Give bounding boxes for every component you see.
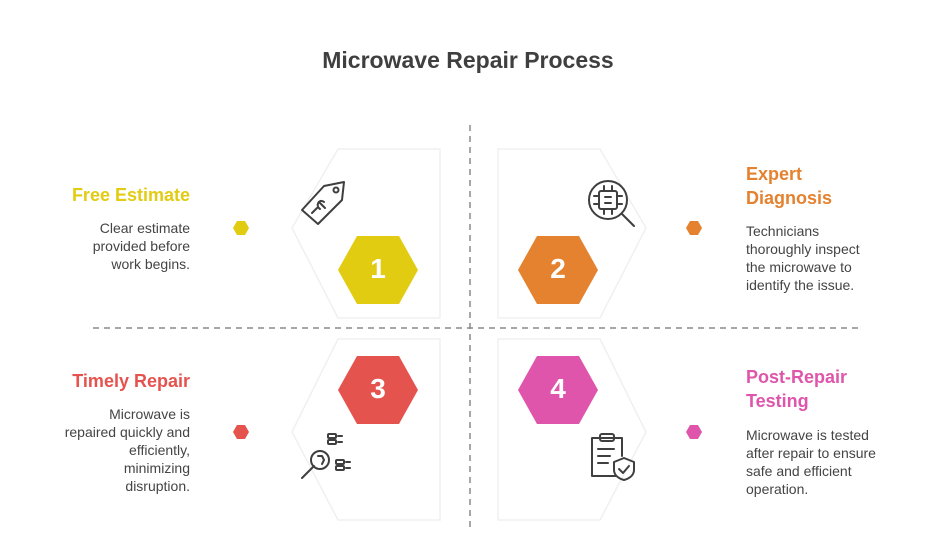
step-4-desc-line: safe and efficient	[746, 463, 852, 479]
step-3-desc-line: Microwave is	[109, 406, 190, 422]
step-3-marker	[233, 425, 249, 439]
step-1-description: Clear estimate provided before work begi…	[93, 219, 190, 273]
step-1-hexagon	[338, 236, 418, 304]
step-1-number: 1	[370, 253, 386, 284]
quadrant-outline-3	[291, 338, 441, 521]
step-2-hexagon	[518, 236, 598, 304]
step-3-description: Microwave is repaired quickly and effici…	[65, 405, 190, 495]
step-2-desc-line: identify the issue.	[746, 277, 855, 293]
step-4-title: Post-Repair Testing	[746, 365, 847, 413]
step-4-number: 4	[550, 373, 566, 404]
step-4-desc-line: operation.	[746, 481, 809, 497]
step-3-number: 3	[370, 373, 386, 404]
step-4-desc-line: Microwave is tested	[746, 427, 869, 443]
step-4-description: Microwave is tested after repair to ensu…	[746, 426, 876, 498]
step-3-desc-line: repaired quickly and	[64, 424, 190, 440]
step-2-title: Expert Diagnosis	[746, 162, 832, 210]
step-4-title-line: Testing	[746, 391, 809, 411]
step-2-number: 2	[550, 253, 566, 284]
step-1-desc-line: work begins.	[111, 256, 190, 272]
step-3-desc-line: minimizing	[123, 460, 190, 476]
step-2-desc-line: the microwave to	[746, 259, 852, 275]
step-1-title: Free Estimate	[71, 185, 190, 205]
step-2-title-line: Expert	[746, 164, 803, 184]
step-3-desc-line: efficiently,	[129, 442, 190, 458]
step-2-desc-line: thoroughly inspect	[746, 241, 860, 257]
step-4-desc-line: after repair to ensure	[746, 445, 876, 461]
step-1-desc-line: Clear estimate	[99, 220, 190, 236]
diagram-title: Microwave Repair Process	[322, 47, 614, 73]
step-3-title: Timely Repair	[72, 371, 190, 391]
chip-inspection-icon	[588, 180, 635, 227]
step-4-marker	[686, 425, 702, 439]
step-2-description: Technicians thoroughly inspect the micro…	[746, 222, 860, 294]
step-2-desc-line: Technicians	[746, 223, 820, 239]
step-1-marker	[233, 221, 249, 235]
step-3-hexagon	[338, 356, 418, 424]
step-2-marker	[686, 221, 702, 235]
step-2-title-line: Diagnosis	[746, 188, 833, 208]
quadrant-outline-1	[291, 148, 441, 319]
step-4-title-line: Post-Repair	[746, 367, 848, 387]
wrench-bolts-icon	[301, 433, 351, 479]
step-1-desc-line: provided before	[92, 238, 190, 254]
quadrant-outline-4	[497, 338, 647, 521]
quadrant-outline-2	[497, 148, 647, 319]
step-4-hexagon	[518, 356, 598, 424]
clipboard-check-icon	[591, 433, 635, 481]
step-3-desc-line: disruption.	[125, 478, 190, 494]
price-tag-icon	[301, 181, 345, 225]
